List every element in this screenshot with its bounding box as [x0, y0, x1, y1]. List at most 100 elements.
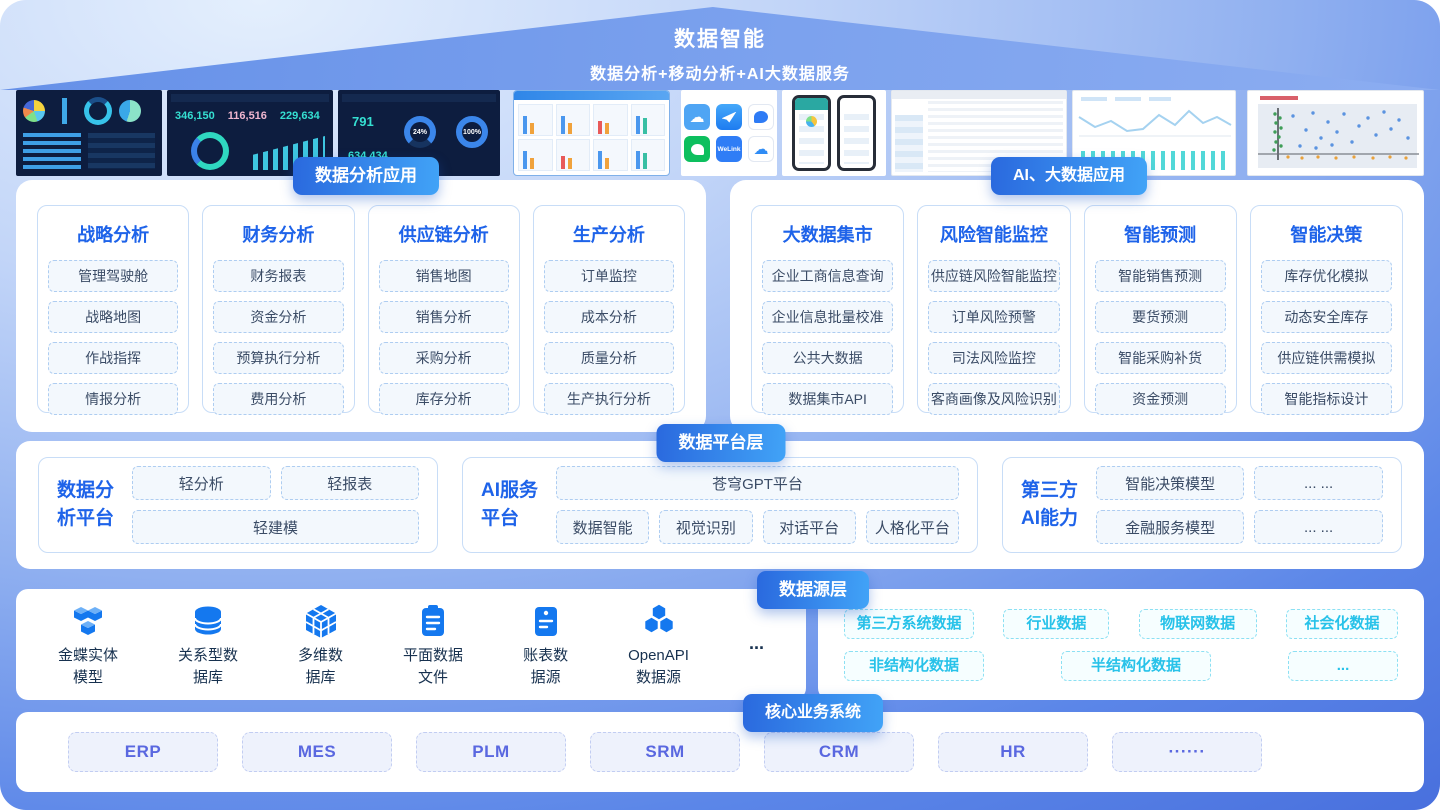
mini-chart — [630, 139, 665, 171]
platform-item: 数据智能 — [556, 510, 650, 544]
external-data-item: 第三方系统数据 — [844, 608, 974, 639]
platform-item: 轻报表 — [280, 466, 419, 500]
mini-chart — [555, 139, 590, 171]
app-card-risk-monitoring: 风险智能监控 供应链风险智能监控 订单风险预警 司法风险监控 客商画像及风险识别 — [917, 205, 1071, 415]
app-item: 企业信息批量校准 — [762, 301, 894, 333]
card-title: 供应链分析 — [398, 225, 489, 245]
app-item: 资金分析 — [213, 301, 344, 333]
platform-label: 数据分 析平台 — [57, 480, 115, 529]
app-item: 智能采购补货 — [1094, 342, 1226, 374]
app-item: 成本分析 — [543, 301, 674, 333]
wechat-icon — [684, 136, 710, 162]
donut-chart-icon — [191, 132, 229, 170]
app-item: 费用分析 — [213, 383, 344, 415]
scatter-points — [1258, 108, 1419, 160]
external-data-item: 行业数据 — [1003, 608, 1110, 639]
core-system-erp: ERP — [68, 732, 218, 772]
app-item: 智能销售预测 — [1094, 260, 1226, 292]
platform-card-third-party-ai: 第三方 AI能力 智能决策模型 ... ... 金融服务模型 ... ... — [1002, 457, 1402, 553]
app-item: 订单风险预警 — [928, 301, 1060, 333]
showcase-mobile-phones — [782, 90, 886, 176]
app-item: 资金预测 — [1094, 383, 1226, 415]
core-system-crm: CRM — [764, 732, 914, 772]
mini-chart — [518, 104, 553, 136]
showcase-scatter-plot — [1247, 90, 1424, 176]
platform-item: 金融服务模型 — [1096, 510, 1245, 544]
app-card-big-data-mart: 大数据集市 企业工商信息查询 企业信息批量校准 公共大数据 数据集市API — [751, 205, 905, 415]
external-data-item: ... — [1288, 650, 1398, 681]
horizontal-bars — [23, 133, 81, 169]
app-card-production-analysis: 生产分析 订单监控 成本分析 质量分析 生产执行分析 — [532, 205, 685, 415]
kpi-value: 346,150 — [175, 110, 215, 122]
source-label: 账表数 据源 — [523, 647, 569, 686]
app-card-supply-chain-analysis: 供应链分析 销售地图 销售分析 采购分析 库存分析 — [367, 205, 520, 415]
cloud-icon: ☁ — [684, 104, 710, 130]
app-item: 订单监控 — [543, 260, 674, 292]
kpi-value: 116,516 — [227, 110, 267, 122]
ledger-icon — [534, 607, 557, 637]
phone-mockup — [792, 95, 831, 171]
core-system-plm: PLM — [416, 732, 566, 772]
kpi-numbers: 346,150 116,516 229,634 — [175, 110, 320, 122]
source-item-ellipsis: ... — [748, 633, 764, 653]
app-item: 数据集市API — [762, 383, 894, 415]
app-item: 供应链供需模拟 — [1260, 342, 1392, 374]
source-label: 多维数 据库 — [298, 647, 344, 686]
platform-card-data-analysis: 数据分 析平台 轻分析 轻报表 轻建模 — [38, 457, 438, 553]
mini-chart — [555, 104, 590, 136]
platform-item: 轻分析 — [132, 466, 271, 500]
core-system-srm: SRM — [590, 732, 740, 772]
core-system-mes: MES — [242, 732, 392, 772]
platform-item: 苍穹GPT平台 — [556, 466, 959, 500]
section-badge-platform-layer: 数据平台层 — [656, 424, 786, 462]
platform-item: ... ... — [1254, 466, 1383, 500]
app-item: 智能指标设计 — [1260, 383, 1392, 415]
m-cloud-icon: ☁ — [748, 136, 774, 162]
welink-icon: WeLink — [716, 136, 742, 162]
app-item: 采购分析 — [378, 342, 509, 374]
app-item: 生产执行分析 — [543, 383, 674, 415]
source-item-multidim-db: 多维数 据库 — [298, 602, 343, 689]
app-item: 客商画像及风险识别 — [928, 383, 1060, 415]
source-item-openapi: OpenAPI 数据源 — [628, 602, 689, 689]
section-badge-ai-apps: AI、大数据应用 — [990, 157, 1148, 195]
external-data-item: 物联网数据 — [1138, 608, 1257, 639]
app-item: 销售地图 — [378, 260, 509, 292]
source-label: 关系型数 据库 — [178, 647, 239, 686]
app-item: 质量分析 — [543, 342, 674, 374]
bubble-glyph — [754, 111, 768, 123]
gauge-ring: 24% — [404, 116, 436, 148]
source-item-ledger-source: 账表数 据源 — [523, 602, 568, 689]
section-badge-source-layer: 数据源层 — [757, 571, 869, 609]
dingtalk-icon — [716, 104, 742, 130]
app-item: 情报分析 — [48, 383, 179, 415]
platform-card-ai-service: AI服务 平台 苍穹GPT平台 数据智能 视觉识别 对话平台 人格化平台 — [462, 457, 978, 553]
ai-apps-panel: 大数据集市 企业工商信息查询 企业信息批量校准 公共大数据 数据集市API 风险… — [730, 180, 1424, 432]
section-badge-analysis-apps: 数据分析应用 — [293, 157, 439, 195]
line-chart — [1078, 109, 1232, 137]
page-title: 数据智能 — [674, 28, 766, 51]
product-showcase-strip: 346,150 116,516 229,634 791 634,434 24% … — [16, 90, 1424, 176]
platform-item: 智能决策模型 — [1096, 466, 1245, 500]
platform-label: 第三方 AI能力 — [1021, 480, 1079, 529]
app-item: 作战指挥 — [48, 342, 179, 374]
chart-grid — [518, 104, 665, 171]
external-data-item: 非结构化数据 — [844, 650, 984, 681]
dashboard-widgets — [23, 97, 155, 125]
external-data-row: 非结构化数据 半结构化数据 ... — [844, 650, 1398, 681]
source-label: OpenAPI 数据源 — [628, 647, 689, 686]
platform-item: 人格化平台 — [865, 510, 959, 544]
dashboard-header — [342, 94, 496, 102]
app-item: 供应链风险智能监控 — [928, 260, 1060, 292]
app-item: 预算执行分析 — [213, 342, 344, 374]
platform-item: 对话平台 — [762, 510, 856, 544]
app-item: 库存优化模拟 — [1260, 260, 1392, 292]
scatter-plot-area — [1258, 104, 1419, 168]
source-item-kingdee-model: 金蝶实体 模型 — [58, 602, 118, 689]
cubes-icon — [74, 607, 102, 636]
source-item-flat-file: 平面数据 文件 — [403, 602, 463, 689]
showcase-dark-dashboard-2: 346,150 116,516 229,634 — [167, 90, 333, 176]
mini-chart — [630, 104, 665, 136]
app-item: 公共大数据 — [762, 342, 894, 374]
